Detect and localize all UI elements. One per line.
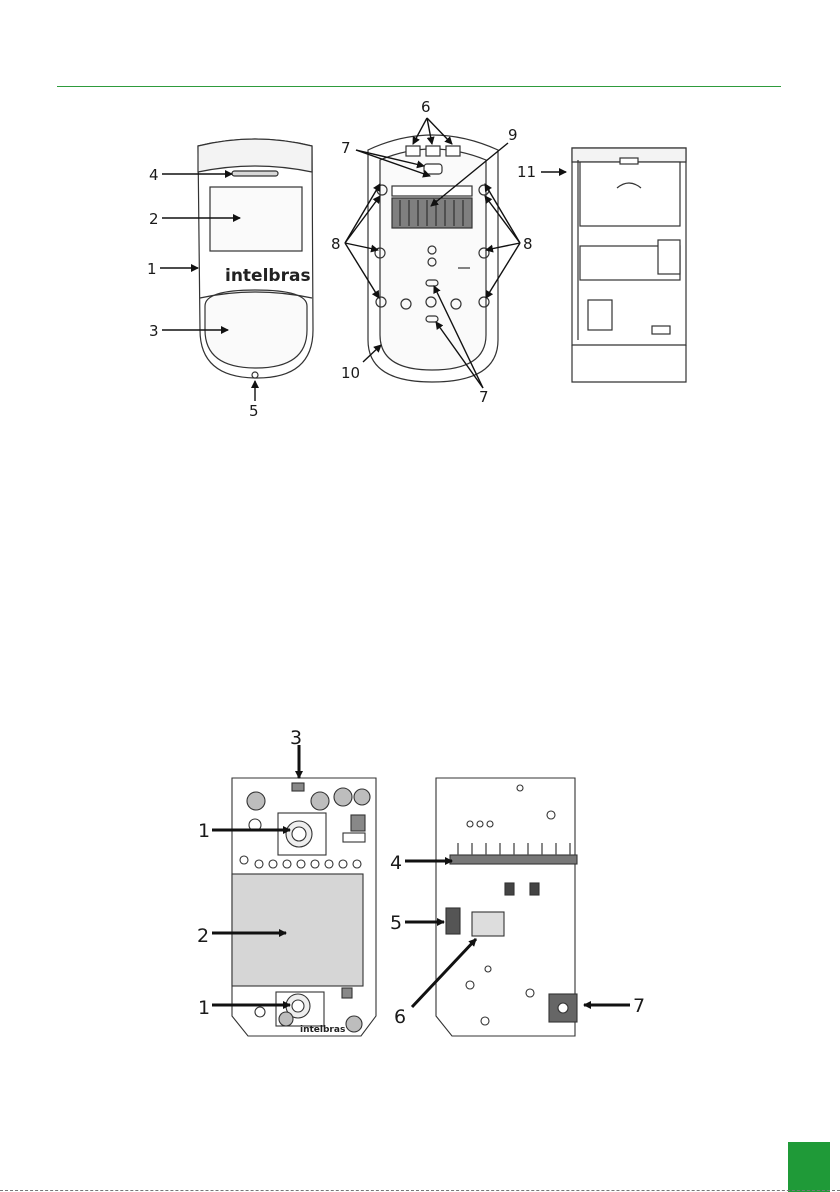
page-tab-marker	[788, 1142, 830, 1192]
board-front	[232, 778, 376, 1036]
rear-shell-view	[572, 148, 686, 382]
front-view	[198, 139, 313, 378]
callout-6-bottom: 6	[394, 1006, 406, 1028]
callout-7-top-b: 7	[479, 388, 489, 406]
callout-4-bottom: 4	[390, 852, 402, 874]
back-view	[368, 135, 498, 382]
callout-4-top: 4	[149, 166, 159, 184]
callout-7-bottom: 7	[633, 995, 645, 1017]
callout-3-bottom: 3	[290, 727, 302, 749]
callout-1-bottom-a: 1	[198, 820, 210, 842]
callout-2-bottom: 2	[197, 925, 209, 947]
callout-8-top-right: 8	[523, 235, 533, 253]
callout-10-top: 10	[341, 364, 360, 382]
callout-3-top: 3	[149, 322, 159, 340]
callout-11-top: 11	[517, 163, 536, 181]
callout-2-top: 2	[149, 210, 159, 228]
board-back	[436, 778, 577, 1036]
board-brand-logo: intelbras	[300, 1025, 345, 1035]
callout-7-top-a: 7	[341, 139, 351, 157]
callout-5-top: 5	[249, 402, 259, 420]
callout-6-top: 6	[421, 98, 431, 116]
page-bottom-dashed-line	[0, 1190, 840, 1191]
callout-9-top: 9	[508, 126, 518, 144]
callout-8-top-left: 8	[331, 235, 341, 253]
callout-1-bottom-b: 1	[198, 997, 210, 1019]
front-brand-logo: intelbras	[225, 266, 311, 286]
callout-1-top: 1	[147, 260, 157, 278]
callout-5-bottom: 5	[390, 912, 402, 934]
